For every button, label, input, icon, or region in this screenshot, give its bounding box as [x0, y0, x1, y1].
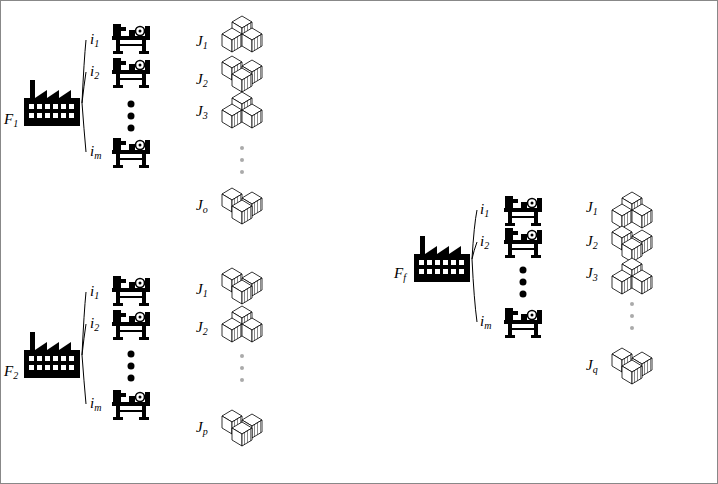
- drawing-part: [82, 355, 86, 404]
- factory-label: Ff: [394, 264, 406, 282]
- job-label: Jp: [196, 418, 208, 436]
- drawing-part: [128, 101, 135, 108]
- ellipsis-dots: [240, 354, 244, 382]
- job-label: J3: [586, 264, 598, 282]
- job-cubes: [612, 348, 652, 384]
- ellipsis-dots: [520, 267, 527, 298]
- job-cubes: [222, 306, 262, 342]
- drawing-part: [82, 40, 86, 103]
- drawing-part: [472, 259, 477, 322]
- machine-icon: [112, 58, 150, 88]
- drawing-part: [240, 366, 244, 370]
- drawing-part: [82, 72, 86, 103]
- job-label: J2: [196, 70, 208, 88]
- drawing-part: [520, 291, 527, 298]
- ellipsis-dots: [240, 146, 244, 174]
- job-cubes: [222, 56, 262, 92]
- machine-icon: [504, 308, 542, 338]
- machine-icon: [112, 310, 150, 340]
- job-label: J2: [196, 318, 208, 336]
- machine-label: im: [90, 394, 101, 412]
- drawing-part: [630, 326, 634, 330]
- drawing-part: [128, 125, 135, 132]
- branch-lines: [82, 40, 86, 152]
- drawing-part: [82, 292, 86, 355]
- drawing-part: [82, 324, 86, 355]
- ellipsis-dots: [630, 302, 634, 330]
- drawing-part: [128, 351, 135, 358]
- job-cubes: [222, 268, 262, 304]
- job-label: J1: [196, 32, 208, 50]
- branch-lines: [82, 292, 86, 404]
- job-cubes: [222, 188, 262, 224]
- job-cubes: [222, 410, 262, 446]
- factory-icon: [414, 236, 470, 282]
- ellipsis-dots: [128, 351, 135, 382]
- ellipsis-dots: [128, 101, 135, 132]
- job-cubes: [222, 92, 262, 128]
- factory-group: [24, 268, 262, 446]
- machine-icon: [112, 390, 150, 420]
- factory-label: F1: [4, 110, 18, 128]
- job-cubes: [222, 16, 262, 52]
- job-label: J3: [196, 102, 208, 120]
- drawing-part: [128, 375, 135, 382]
- drawing-part: [520, 267, 527, 274]
- drawing-part: [128, 363, 135, 370]
- drawing-part: [240, 170, 244, 174]
- machine-label: i2: [480, 232, 489, 250]
- factory-group: [414, 192, 652, 384]
- branch-lines: [472, 210, 477, 322]
- drawing-part: [630, 314, 634, 318]
- machine-icon: [112, 24, 150, 54]
- drawing-part: [240, 354, 244, 358]
- job-cubes: [612, 258, 652, 294]
- job-label: Jq: [586, 356, 598, 374]
- machine-label: i1: [90, 282, 99, 300]
- job-label: J2: [586, 232, 598, 250]
- factory-icon: [24, 80, 80, 126]
- drawing-part: [240, 378, 244, 382]
- drawing-part: [472, 210, 477, 259]
- machine-icon: [112, 276, 150, 306]
- drawing-part: [472, 242, 477, 259]
- drawing-part: [520, 279, 527, 286]
- machine-label: i2: [90, 314, 99, 332]
- job-label: J1: [586, 198, 598, 216]
- machine-label: im: [480, 312, 491, 330]
- drawing-part: [82, 103, 86, 152]
- machine-icon: [504, 196, 542, 226]
- job-cubes: [612, 226, 652, 262]
- drawing-part: [128, 113, 135, 120]
- job-label: J1: [196, 280, 208, 298]
- drawing-part: [630, 302, 634, 306]
- machine-label: im: [90, 142, 101, 160]
- machine-icon: [112, 138, 150, 168]
- factory-icon: [24, 332, 80, 378]
- machine-label: i2: [90, 62, 99, 80]
- machine-label: i1: [90, 30, 99, 48]
- drawing-part: [240, 146, 244, 150]
- machine-icon: [504, 228, 542, 258]
- job-label: Jo: [196, 196, 208, 214]
- factory-group: [24, 16, 262, 224]
- job-cubes: [612, 192, 652, 228]
- drawing-part: [240, 158, 244, 162]
- factory-label: F2: [4, 362, 18, 380]
- machine-label: i1: [480, 200, 489, 218]
